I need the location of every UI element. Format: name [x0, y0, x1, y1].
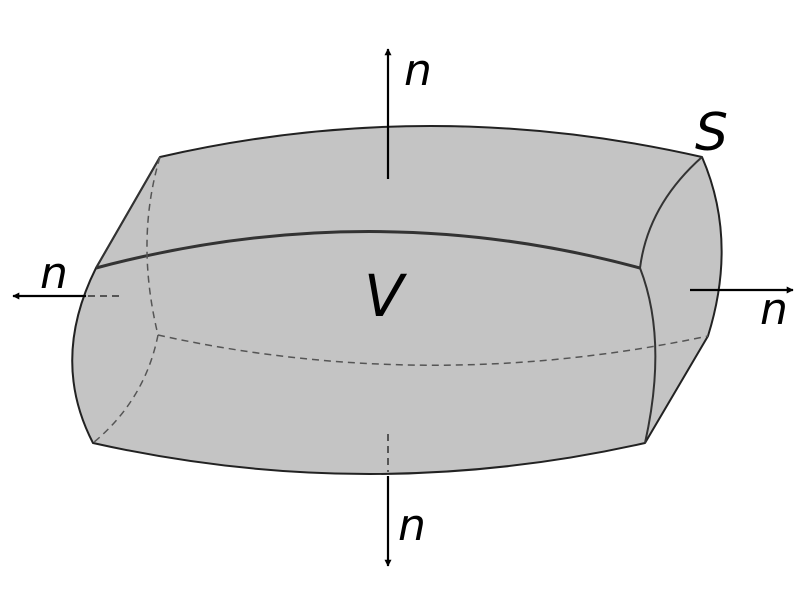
label-normal-left: n [40, 248, 68, 299]
label-volume: V [364, 262, 408, 330]
label-normal-right: n [760, 284, 788, 335]
front-top-edge [95, 230, 641, 270]
hidden-back-bottom-edge [157, 334, 709, 366]
hidden-back-left-edge [92, 156, 161, 444]
left-face-edge [95, 156, 161, 269]
right-face-edge [638, 156, 703, 444]
label-surface: S [695, 103, 728, 163]
label-normal-top: n [404, 45, 432, 96]
label-normal-bottom: n [398, 500, 426, 551]
